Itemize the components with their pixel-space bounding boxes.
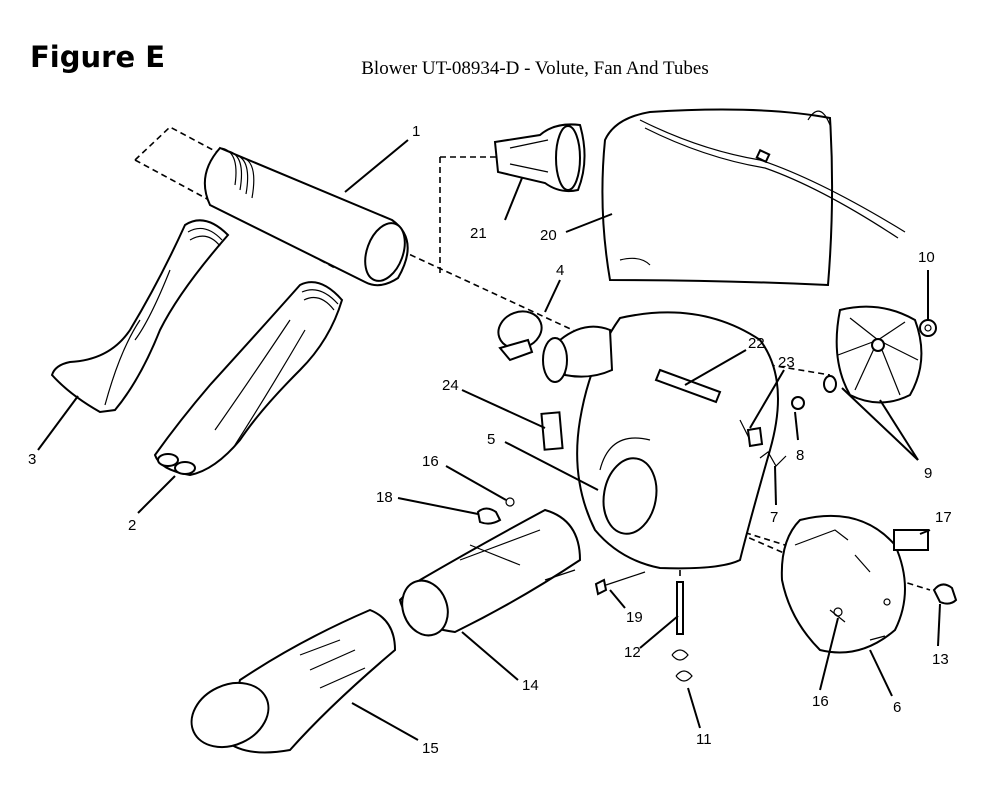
part-16-screw <box>505 497 515 507</box>
part-2-twin-nozzle <box>153 281 344 477</box>
callout-13: 13 <box>932 651 949 668</box>
callout-17: 17 <box>935 509 952 526</box>
part-11-spring <box>671 649 693 682</box>
callout-6: 6 <box>893 699 901 716</box>
callout-12: 12 <box>624 644 641 661</box>
callout-22: 22 <box>748 335 765 352</box>
part-4-hose-clamp <box>497 310 543 362</box>
part-13-knob <box>932 583 958 605</box>
part-3-flat-nozzle <box>50 219 230 414</box>
callout-8: 8 <box>796 447 804 464</box>
part-21-bag-adapter <box>493 123 586 193</box>
part-19-screw <box>594 571 646 596</box>
callout-numbers: 1 2 3 4 5 6 7 8 9 10 11 12 13 14 15 16 1… <box>28 123 952 757</box>
part-20-collection-bag <box>601 108 906 287</box>
callout-14: 14 <box>522 677 539 694</box>
part-7-bracket <box>759 451 787 467</box>
part-23-clip <box>746 426 764 448</box>
callout-23: 23 <box>778 354 795 371</box>
callout-2: 2 <box>128 517 136 534</box>
part-8-nut <box>791 396 805 410</box>
callout-21: 21 <box>470 225 487 242</box>
callout-24: 24 <box>442 377 459 394</box>
part-14-extension-tube <box>398 508 582 637</box>
callout-16-upper: 16 <box>422 453 439 470</box>
diagram-title: Blower UT-08934-D - Volute, Fan And Tube… <box>361 58 709 79</box>
callout-1: 1 <box>412 123 420 140</box>
part-18-knob <box>476 507 502 525</box>
part-15-round-nozzle <box>190 608 397 754</box>
callout-20: 20 <box>540 227 557 244</box>
leader-lines <box>37 139 941 741</box>
figure-label: Figure E <box>30 40 166 74</box>
callout-19: 19 <box>626 609 643 626</box>
part-10-washer <box>919 319 937 337</box>
part-12-rod <box>676 581 684 635</box>
callout-3: 3 <box>28 451 36 468</box>
callout-16-lower: 16 <box>812 693 829 710</box>
callout-5: 5 <box>487 431 495 448</box>
part-1-straight-tube <box>203 146 409 287</box>
part-9-fan-impeller <box>823 305 923 404</box>
callout-18: 18 <box>376 489 393 506</box>
part-24-label <box>540 411 564 451</box>
callout-7: 7 <box>770 509 778 526</box>
part-17-label <box>893 529 929 551</box>
callout-4: 4 <box>556 262 564 279</box>
callout-11: 11 <box>696 731 712 748</box>
part-6-cover-plate <box>780 514 906 654</box>
callout-10: 10 <box>918 249 935 266</box>
part-5-volute-housing <box>542 311 779 570</box>
callout-15: 15 <box>422 740 439 757</box>
callout-9: 9 <box>924 465 932 482</box>
